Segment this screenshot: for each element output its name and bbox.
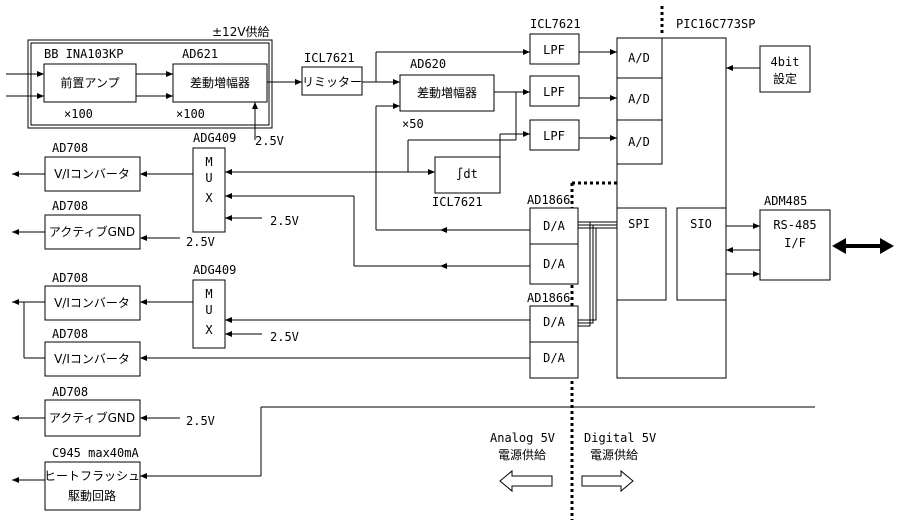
ad708-4-label: AD708 bbox=[52, 327, 88, 341]
ina103-label: BB INA103KP bbox=[44, 47, 123, 61]
ad3-box bbox=[616, 119, 663, 165]
vi3-label: V/Iコンバータ bbox=[54, 352, 130, 366]
gain3-label: ×50 bbox=[402, 117, 424, 131]
diffamp2-box bbox=[399, 74, 495, 112]
mux1-m: M bbox=[205, 155, 212, 169]
spi-bus-3 bbox=[578, 227, 617, 321]
mux1-box bbox=[192, 147, 226, 233]
integrator-box bbox=[434, 156, 501, 194]
bit4-label-2: 設定 bbox=[773, 71, 797, 86]
ad708-5-label: AD708 bbox=[52, 385, 88, 399]
flash-label-2: 駆動回路 bbox=[68, 488, 116, 503]
ad708-1-label: AD708 bbox=[52, 141, 88, 155]
ad3-label: A/D bbox=[628, 135, 650, 149]
ad708-3-label: AD708 bbox=[52, 271, 88, 285]
analog-arrow-icon bbox=[499, 469, 553, 493]
limiter-box bbox=[301, 66, 363, 96]
agnd2-label: アクティブGND bbox=[49, 410, 135, 425]
ad620-label: AD620 bbox=[410, 57, 446, 71]
adg409-1-label: ADG409 bbox=[193, 131, 236, 145]
preamp-label: 前置アンプ bbox=[60, 75, 119, 90]
ad2-label: A/D bbox=[628, 92, 650, 106]
integrator-label: ∫dt bbox=[456, 167, 478, 181]
mux2-m: M bbox=[205, 287, 212, 301]
da4-box bbox=[529, 341, 579, 379]
spi-bus-1 bbox=[578, 221, 617, 327]
vi3-box bbox=[44, 341, 141, 377]
da4-label: D/A bbox=[543, 351, 565, 365]
spi-box bbox=[616, 207, 667, 301]
diffamp2-label: 差動増幅器 bbox=[417, 85, 477, 100]
mux1-u: U bbox=[205, 171, 212, 185]
agnd1-label: アクティブGND bbox=[49, 224, 135, 239]
rs485-label-1: RS-485 bbox=[773, 218, 816, 232]
ad2-box bbox=[616, 77, 663, 121]
c945-label: C945 max40mA bbox=[52, 446, 139, 460]
gain1-label: ×100 bbox=[64, 107, 93, 121]
v25-label-d: 2.5V bbox=[270, 330, 299, 344]
power-12v-label: ±12V供給 bbox=[212, 25, 270, 39]
da1-box bbox=[529, 207, 579, 245]
icl7621-int-label: ICL7621 bbox=[432, 195, 483, 209]
agnd1-box bbox=[44, 214, 141, 250]
v25-label-c: 2.5V bbox=[270, 214, 299, 228]
vi1-box bbox=[44, 156, 141, 192]
spi-label: SPI bbox=[628, 217, 650, 231]
preamp-box bbox=[43, 63, 137, 103]
da3-label: D/A bbox=[543, 315, 565, 329]
sio-box bbox=[676, 207, 727, 301]
vi2-label: V/Iコンバータ bbox=[54, 296, 130, 310]
lpf2-box bbox=[529, 75, 580, 107]
lpf2-label: LPF bbox=[543, 85, 565, 99]
da1-label: D/A bbox=[543, 219, 565, 233]
lpf3-label: LPF bbox=[543, 129, 565, 143]
mux2-x: X bbox=[205, 323, 213, 337]
mux2-u: U bbox=[205, 303, 212, 317]
ad621-label: AD621 bbox=[182, 47, 218, 61]
lpf1-box bbox=[529, 33, 580, 65]
da2-box bbox=[529, 243, 579, 285]
v25-label-b: 2.5V bbox=[186, 235, 215, 249]
vi2-box bbox=[44, 285, 141, 321]
diffamp1-box bbox=[172, 63, 268, 103]
adg409-2-label: ADG409 bbox=[193, 263, 236, 277]
flash-label-1: ヒートフラッシュ bbox=[44, 469, 140, 483]
digital-label-2: 電源供給 bbox=[590, 448, 638, 462]
v25-label-a: 2.5V bbox=[255, 134, 284, 148]
lpf1-label: LPF bbox=[543, 43, 565, 57]
adm485-label: ADM485 bbox=[764, 194, 807, 208]
bit4-label-1: 4bit bbox=[771, 55, 800, 69]
icl7621-lpf-label: ICL7621 bbox=[530, 17, 581, 31]
ad1866-1-label: AD1866 bbox=[527, 193, 570, 207]
da2-label: D/A bbox=[543, 257, 565, 271]
flash-box bbox=[44, 461, 141, 511]
bus-arrow-left bbox=[832, 238, 846, 254]
icl7621-lim-label: ICL7621 bbox=[304, 51, 355, 65]
bit4-box bbox=[759, 45, 811, 93]
ad1866-2-label: AD1866 bbox=[527, 291, 570, 305]
diffamp1-label: 差動増幅器 bbox=[190, 75, 250, 90]
digital-label-1: Digital 5V bbox=[584, 431, 656, 445]
vi1-label: V/Iコンバータ bbox=[54, 167, 130, 181]
analog-label-1: Analog 5V bbox=[490, 431, 555, 445]
analog-label-2: 電源供給 bbox=[498, 448, 546, 462]
digital-arrow-icon bbox=[581, 469, 634, 493]
mux1-x: X bbox=[205, 191, 213, 205]
spi-bus-2 bbox=[578, 224, 617, 324]
ad1-label: A/D bbox=[628, 51, 650, 65]
rs485-box bbox=[759, 209, 831, 281]
gain2-label: ×100 bbox=[176, 107, 205, 121]
bus-arrow-right bbox=[880, 238, 894, 254]
sio-label: SIO bbox=[690, 217, 712, 231]
ad1-box bbox=[616, 37, 663, 79]
v25-label-e: 2.5V bbox=[186, 414, 215, 428]
mux2-box bbox=[192, 279, 226, 349]
pic-label: PIC16C773SP bbox=[676, 17, 755, 31]
ad708-2-label: AD708 bbox=[52, 199, 88, 213]
limiter-label: リミッター bbox=[302, 75, 362, 89]
rs485-label-2: I/F bbox=[784, 236, 806, 250]
lpf3-box bbox=[529, 119, 580, 151]
